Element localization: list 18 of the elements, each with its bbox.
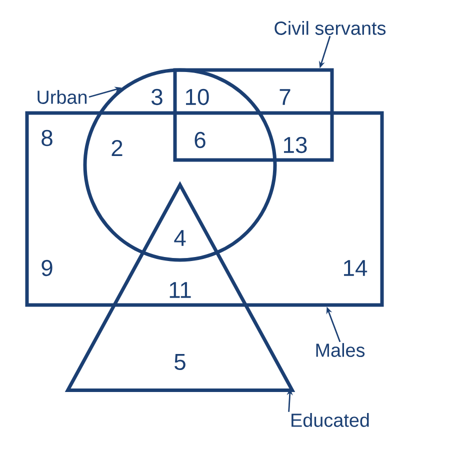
name-label: Civil servants: [274, 21, 386, 35]
region-number: 8: [42, 130, 52, 146]
region-number: 11: [170, 282, 191, 298]
region-number: 2: [112, 140, 122, 156]
region-number: 10: [186, 88, 209, 106]
region-number: 5: [174, 354, 186, 370]
name-label: Urban: [38, 90, 87, 104]
rectangle-shape: [25, 111, 384, 307]
region-number: 3: [152, 88, 162, 106]
region-number: 6: [194, 132, 206, 148]
region-number: 4: [174, 230, 186, 246]
region-number: 7: [280, 89, 290, 105]
name-label: Males: [316, 343, 365, 357]
rectangle-shape: [173, 68, 334, 162]
region-number: 9: [42, 260, 52, 276]
region-number: 14: [344, 260, 368, 276]
region-number: 13: [284, 136, 307, 154]
name-label: Educated: [292, 413, 369, 427]
